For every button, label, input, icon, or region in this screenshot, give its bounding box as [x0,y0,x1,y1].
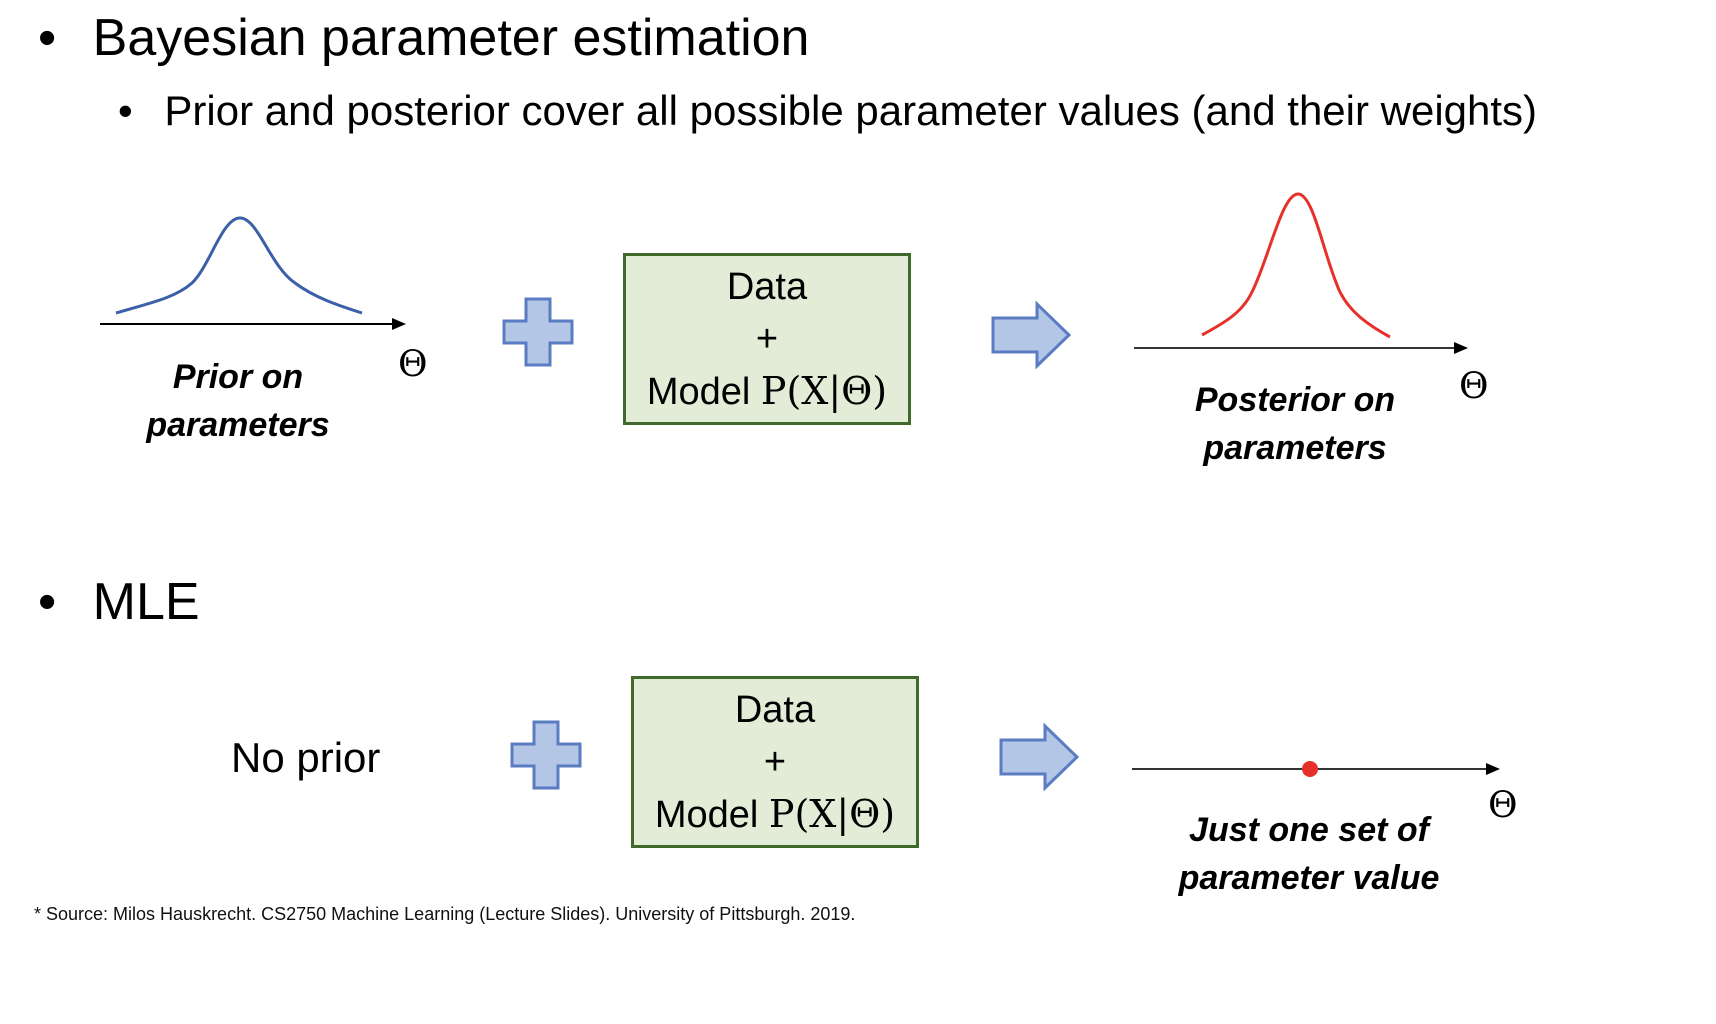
no-prior-label: No prior [231,734,381,781]
model-prefix: Model [654,793,769,836]
mle-axis-arrowhead [1486,763,1500,775]
prior-axis-arrowhead [392,318,406,330]
bayes-subtitle: Prior and posterior cover all possible p… [164,87,1538,134]
mle-point-plot [1132,761,1500,777]
plus-label: + [763,740,787,783]
mle-caption-line1: Just one set of [1189,811,1429,849]
mle-caption-line2: parameter value [1178,859,1440,897]
mle-data-model-box: Data + Model P(X|Θ) [631,676,919,848]
bullet: • [38,573,57,631]
prior-distribution-plot [100,216,406,330]
mle-point-estimate [1302,761,1318,777]
posterior-caption: Posterior on parameters [1150,376,1440,472]
mle-theta-label: Θ [1488,785,1518,826]
plus-label: + [755,317,779,360]
bayes-title: Bayesian parameter estimation [92,9,810,67]
bayes-subheading: • Prior and posterior cover all possible… [118,86,1537,136]
posterior-axis-arrowhead [1454,342,1468,354]
data-label: Data [734,688,816,731]
model-formula: P(X|Θ) [760,368,888,413]
bayes-heading: • Bayesian parameter estimation [38,8,809,68]
mle-result-caption: Just one set of parameter value [1162,806,1456,902]
prior-theta-label: Θ [398,344,428,385]
bullet: • [38,9,57,67]
data-label: Data [726,265,808,308]
sub-bullet: • [118,87,133,134]
posterior-curve [1201,192,1391,339]
model-prefix: Model [646,370,761,413]
bayes-data-model-box: Data + Model P(X|Θ) [623,253,911,425]
prior-curve [115,216,363,315]
model-formula: P(X|Θ) [768,791,896,836]
right-arrow-icon [999,722,1080,792]
mle-heading: • MLE [38,572,200,632]
right-arrow-icon [991,300,1072,370]
prior-caption-line1: Prior on [172,358,304,396]
mle-title: MLE [92,573,200,631]
model-label: Model P(X|Θ) [655,788,895,841]
posterior-theta-label: Θ [1459,366,1489,407]
plus-icon [510,720,582,790]
plus-icon [502,297,574,367]
posterior-caption-line1: Posterior on [1194,381,1396,419]
posterior-distribution-plot [1134,192,1468,354]
posterior-caption-line2: parameters [1203,429,1387,467]
prior-caption-line2: parameters [146,406,330,444]
model-label: Model P(X|Θ) [647,365,887,418]
source-footnote: * Source: Milos Hauskrecht. CS2750 Machi… [34,904,856,924]
prior-caption: Prior on parameters [118,353,358,449]
